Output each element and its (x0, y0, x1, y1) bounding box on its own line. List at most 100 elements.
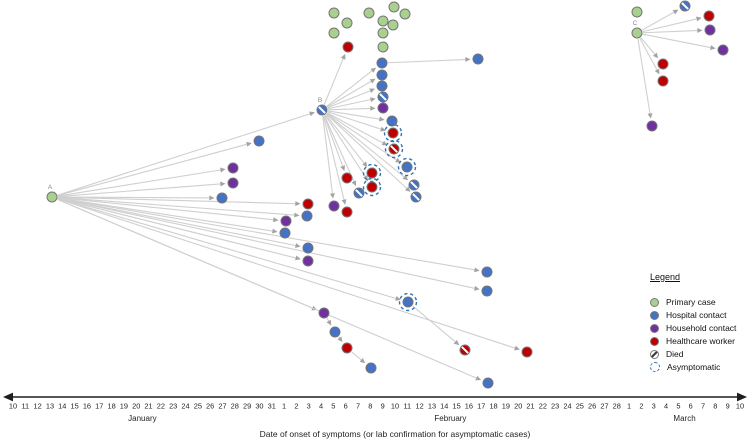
axis-tick-label: 25 (576, 402, 584, 411)
axis-tick-label: 24 (181, 402, 189, 411)
axis-tick-label: 16 (465, 402, 473, 411)
axis-tick-label: 4 (319, 402, 323, 411)
axis-tick-label: 26 (588, 402, 596, 411)
transmission-line (57, 198, 477, 379)
transmission-arrowhead (381, 140, 388, 146)
axis-tick-label: 10 (736, 402, 744, 411)
hospital-contact-icon (650, 310, 659, 320)
transmission-arrowhead (369, 78, 376, 84)
transmission-arrowhead (380, 126, 386, 132)
case-node-m13 (402, 296, 414, 308)
axis-tick-label: 2 (639, 402, 643, 411)
transmission-arrowhead (220, 181, 226, 187)
transmission-arrowhead (475, 375, 482, 381)
case-node-n6 (377, 102, 389, 114)
case-node-g6 (399, 8, 411, 20)
case-node-n10 (401, 161, 413, 173)
axis-tick-label: 22 (539, 402, 547, 411)
case-node-n1 (342, 41, 354, 53)
case-node-p7 (646, 120, 658, 132)
transmission-line (327, 90, 371, 109)
transmission-line (324, 114, 366, 177)
transmission-arrowhead (295, 243, 301, 248)
axis-tick-label: 19 (502, 402, 510, 411)
legend-item: Household contact (650, 323, 750, 333)
transmission-line (57, 197, 475, 289)
axis-tick-label: 10 (9, 402, 17, 411)
transmission-line (327, 107, 371, 111)
case-node-g9 (377, 27, 389, 39)
axis-tick-label: 20 (514, 402, 522, 411)
transmission-arrowhead (295, 201, 301, 207)
axis-tick-label: 4 (664, 402, 668, 411)
transmission-line (327, 99, 371, 110)
died-slash (390, 145, 398, 153)
case-node-n8 (387, 127, 399, 139)
died-slash (412, 193, 420, 201)
axis-tick-label: 10 (391, 402, 399, 411)
transmission-line (57, 197, 273, 232)
transmission-arrowhead (652, 52, 659, 59)
axis-tick-label: 1 (282, 402, 286, 411)
axis-tick-label: 3 (652, 402, 656, 411)
axis-tick-label: 26 (206, 402, 214, 411)
axis-tick-label: 13 (46, 402, 54, 411)
axis-tick-label: 8 (368, 402, 372, 411)
died-slash (681, 2, 689, 10)
axis-tick-label: 12 (34, 402, 42, 411)
case-label-A: A (48, 184, 53, 191)
transmission-line (57, 198, 516, 349)
transmission-line (412, 305, 456, 343)
axis-tick-label: 15 (452, 402, 460, 411)
transmission-line (351, 351, 362, 361)
axis-tick-label: 23 (551, 402, 559, 411)
legend: Legend Primary case Hospital contact Hou… (650, 272, 750, 375)
case-node-m11 (481, 266, 493, 278)
axis-tick-label: 9 (726, 402, 730, 411)
axis-tick-label: 9 (381, 402, 385, 411)
transmission-line (323, 115, 355, 182)
transmission-arrowhead (209, 195, 215, 201)
case-node-n12 (341, 172, 353, 184)
axis-tick-label: 31 (268, 402, 276, 411)
axis-tick-label: 23 (169, 402, 177, 411)
axis-tick-label: 27 (218, 402, 226, 411)
axis-month-label: March (673, 414, 695, 423)
transmission-line (642, 33, 711, 49)
transmission-line (57, 113, 311, 196)
transmission-arrowhead (295, 255, 301, 261)
axis-tick-label: 13 (428, 402, 436, 411)
transmission-arrowhead (379, 116, 385, 122)
asymptomatic-ring (383, 123, 403, 143)
axis-tick-label: 21 (144, 402, 152, 411)
transmission-arrowhead (654, 68, 660, 75)
transmission-line (338, 336, 340, 339)
axis-tick-label: 14 (58, 402, 66, 411)
case-node-p2 (703, 10, 715, 22)
transmission-arrowhead (370, 97, 376, 103)
asymptomatic-ring (384, 139, 404, 159)
axis-tick-label: 18 (107, 402, 115, 411)
transmission-arrowhead (369, 88, 376, 94)
axis-tick-label: 18 (489, 402, 497, 411)
transmission-arrowhead (362, 161, 368, 168)
transmission-arrowhead (272, 228, 278, 234)
case-node-c3 (365, 362, 377, 374)
case-node-m7 (280, 215, 292, 227)
case-node-g2 (341, 17, 353, 29)
axis-tick-label: 21 (526, 402, 534, 411)
transmission-line (57, 169, 221, 197)
case-node-g7 (377, 15, 389, 27)
axis-tick-label: 29 (243, 402, 251, 411)
transmission-arrowhead (395, 157, 401, 163)
case-node-c2 (341, 342, 353, 354)
axis-tick-label: 8 (713, 402, 717, 411)
transmission-line (57, 196, 210, 199)
asymptomatic-ring (362, 177, 382, 197)
axis-tick-label: 6 (689, 402, 693, 411)
axis-tick-label: 7 (701, 402, 705, 411)
transmission-arrowhead (474, 267, 480, 273)
case-node-m10 (302, 255, 314, 267)
primary-case-icon (650, 297, 659, 307)
